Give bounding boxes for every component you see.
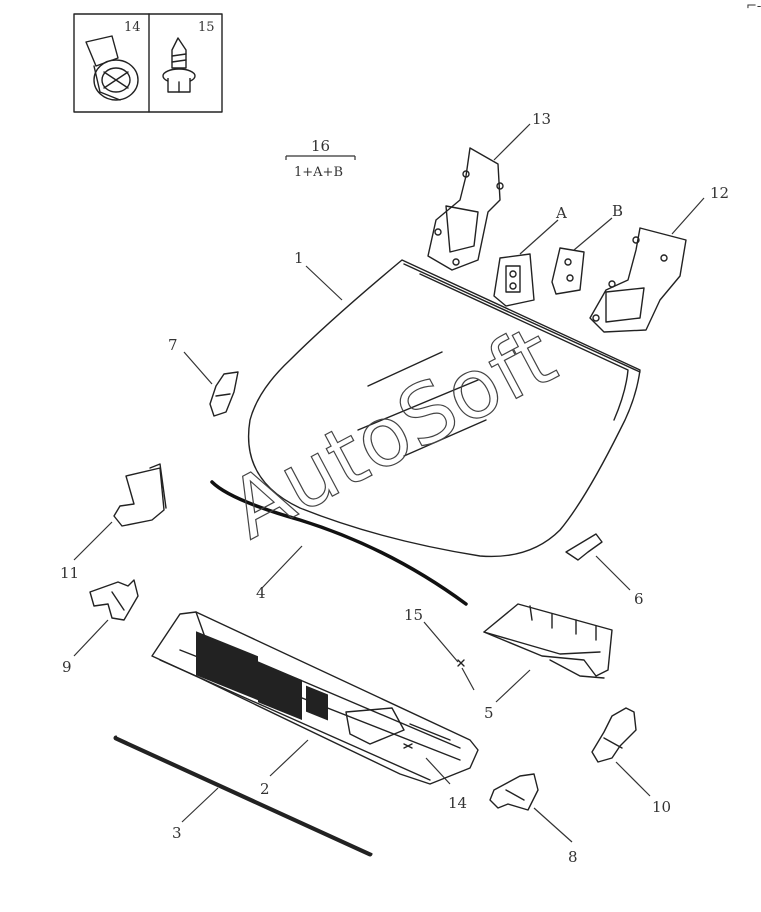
callout-12: 12: [710, 184, 729, 202]
callout-B: B: [612, 202, 623, 220]
part-5-bracket: [483, 603, 613, 679]
inset-label-15: 15: [198, 20, 215, 35]
callout-9: 9: [62, 658, 72, 676]
callout-10: 10: [652, 798, 671, 816]
part-2-cowl-panel: [151, 611, 479, 785]
callout-1: 1: [294, 249, 304, 267]
part-7-clip: [209, 371, 239, 417]
part-B-clip: [551, 247, 585, 295]
callout-3: 3: [172, 824, 182, 842]
callout-2: 2: [260, 780, 270, 798]
part-4-seal: [210, 480, 468, 606]
part-1-windshield: [247, 259, 641, 558]
part-15-screw-mark: [457, 659, 465, 667]
part-A-clip: [493, 253, 535, 307]
kit-label: 16 1+A+B: [285, 137, 356, 180]
part-9-clip: [89, 579, 139, 621]
callout-4: 4: [256, 584, 266, 602]
callout-6: 6: [634, 590, 644, 608]
screw-icon: [162, 37, 196, 93]
part-12-bracket: [589, 227, 687, 333]
callout-8: 8: [568, 848, 578, 866]
callout-5: 5: [484, 704, 494, 722]
part-6-clip: [565, 533, 603, 561]
inset-frame: [73, 13, 223, 113]
callout-14: 14: [448, 794, 467, 812]
kit-formula: 1+A+B: [294, 165, 343, 180]
clip-nut-icon: [85, 35, 139, 101]
part-3-rod: [113, 735, 373, 857]
callout-7: 7: [168, 336, 178, 354]
inset-label-14: 14: [124, 20, 141, 35]
callout-13: 13: [532, 110, 551, 128]
kit-number: 16: [311, 137, 330, 155]
callout-A: A: [555, 204, 567, 222]
callout-15: 15: [404, 606, 423, 624]
part-8-clip: [489, 773, 539, 811]
corner-mark: ⌐‑: [746, 0, 761, 14]
leader-lines: [73, 123, 705, 843]
part-13-bracket: [427, 147, 504, 271]
callout-labels: 1 2 3 4 5 6 7 8 9 10 11 12 13 14 15 A B: [60, 110, 729, 866]
callout-11: 11: [60, 564, 79, 582]
part-11-cover: [113, 463, 167, 527]
fastener-inset: 14 15: [73, 13, 223, 113]
part-10-clip: [591, 707, 637, 763]
